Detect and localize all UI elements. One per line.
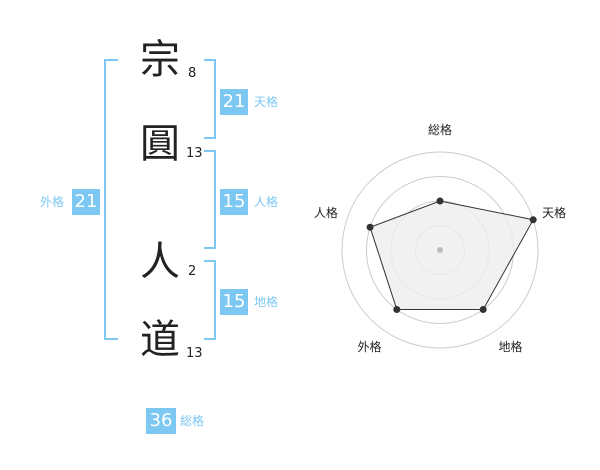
radar-axis-label: 総格 [428, 122, 452, 137]
name-char-1: 宗 [140, 37, 180, 83]
jinkaku-label: 人格 [254, 195, 279, 209]
gaikaku-badge: 21 [72, 189, 100, 215]
soukaku-label: 総格 [180, 414, 205, 428]
stroke-count-3: 2 [188, 264, 197, 279]
stroke-count-4: 13 [186, 346, 203, 361]
jinkaku-badge: 15 [220, 189, 248, 215]
jinkaku-bracket [204, 150, 216, 249]
name-char-4: 道 [140, 317, 180, 363]
soukaku-badge: 36 [146, 408, 176, 434]
radar-point [529, 216, 537, 224]
radar-point [479, 305, 487, 313]
radar-axis-label: 天格 [542, 205, 566, 220]
chikaku-badge: 15 [220, 289, 248, 315]
radar-point [436, 197, 444, 205]
gaikaku-bracket [104, 59, 118, 340]
name-char-2: 圓 [140, 121, 180, 167]
name-char-3: 人 [140, 239, 180, 285]
radar-axis-label: 地格 [499, 339, 523, 354]
radar-point [393, 305, 401, 313]
gaikaku-label: 外格 [40, 195, 65, 209]
stroke-count-2: 13 [186, 146, 203, 161]
radar-axis-label: 人格 [314, 205, 338, 220]
radar-center-dot [437, 247, 443, 253]
radar-axis-label: 外格 [357, 339, 381, 354]
radar-ring [341, 151, 539, 349]
stroke-count-1: 8 [188, 66, 197, 81]
chikaku-bracket [204, 260, 216, 340]
radar-point [366, 223, 374, 231]
tenkaku-bracket [204, 59, 216, 139]
radar-polygon [369, 200, 534, 310]
tenkaku-label: 天格 [254, 95, 279, 109]
chikaku-label: 地格 [254, 295, 279, 309]
tenkaku-badge: 21 [220, 89, 248, 115]
